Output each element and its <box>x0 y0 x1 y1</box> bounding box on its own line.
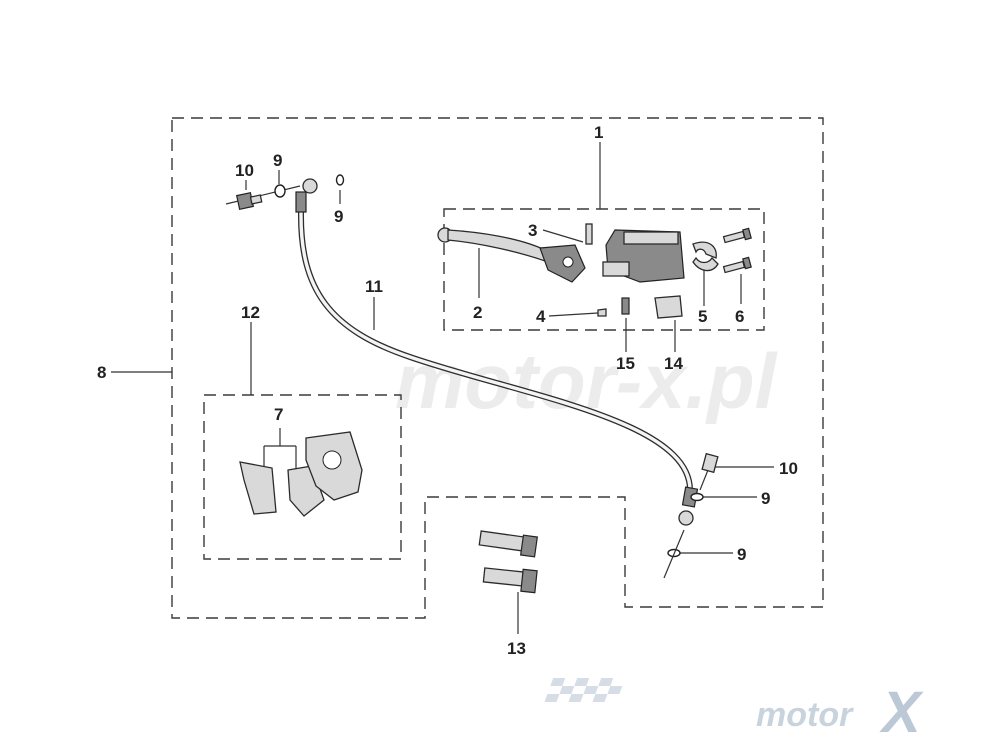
callout-11: 11 <box>365 277 383 296</box>
callout-9-top-b: 9 <box>334 207 343 226</box>
pivot-bolt <box>585 223 593 245</box>
brake-hose <box>295 178 699 526</box>
callout-6: 6 <box>735 307 744 326</box>
switch-screw <box>621 297 630 315</box>
callout-1: 1 <box>594 123 603 142</box>
clamp-upper <box>692 241 717 259</box>
caliper-mounting-bolts <box>478 530 539 594</box>
callout-5: 5 <box>698 307 707 326</box>
outer-assembly-boundary <box>171 117 824 619</box>
callout-3: 3 <box>528 221 537 240</box>
washer-top-a <box>274 184 286 198</box>
caliper-group-boundary <box>203 394 402 560</box>
callout-14: 14 <box>664 354 683 373</box>
callout-12: 12 <box>241 303 260 322</box>
brake-caliper <box>305 431 363 501</box>
washer-right-a <box>690 492 704 502</box>
callout-10-top: 10 <box>235 161 254 180</box>
motor-x-logo: motor X <box>544 678 924 745</box>
clamp-lower <box>692 256 719 272</box>
logo-text: motor <box>756 696 854 734</box>
brake-light-switch <box>654 295 683 319</box>
leader-lines <box>111 142 774 634</box>
callout-10-right: 10 <box>779 459 798 478</box>
callout-8: 8 <box>97 363 106 382</box>
callout-9-top-a: 9 <box>273 151 282 170</box>
banjo-bolt-right <box>699 452 719 491</box>
checkered-flag-icon <box>544 678 623 702</box>
brake-lever <box>437 227 586 283</box>
callout-7: 7 <box>274 405 283 424</box>
pivot-nut <box>597 308 607 317</box>
callout-15: 15 <box>616 354 635 373</box>
callout-9-right-b: 9 <box>737 545 746 564</box>
callout-9-right-a: 9 <box>761 489 770 508</box>
callout-13: 13 <box>507 639 526 658</box>
master-cylinder-body <box>602 229 685 283</box>
banjo-bolt-top <box>225 185 301 211</box>
callout-4: 4 <box>536 307 546 326</box>
callout-2: 2 <box>473 303 482 322</box>
clamp-bolts <box>722 227 752 274</box>
washer-top-b <box>335 174 345 186</box>
logo-mark: X <box>879 680 924 745</box>
master-cylinder-group-boundary <box>443 208 765 331</box>
